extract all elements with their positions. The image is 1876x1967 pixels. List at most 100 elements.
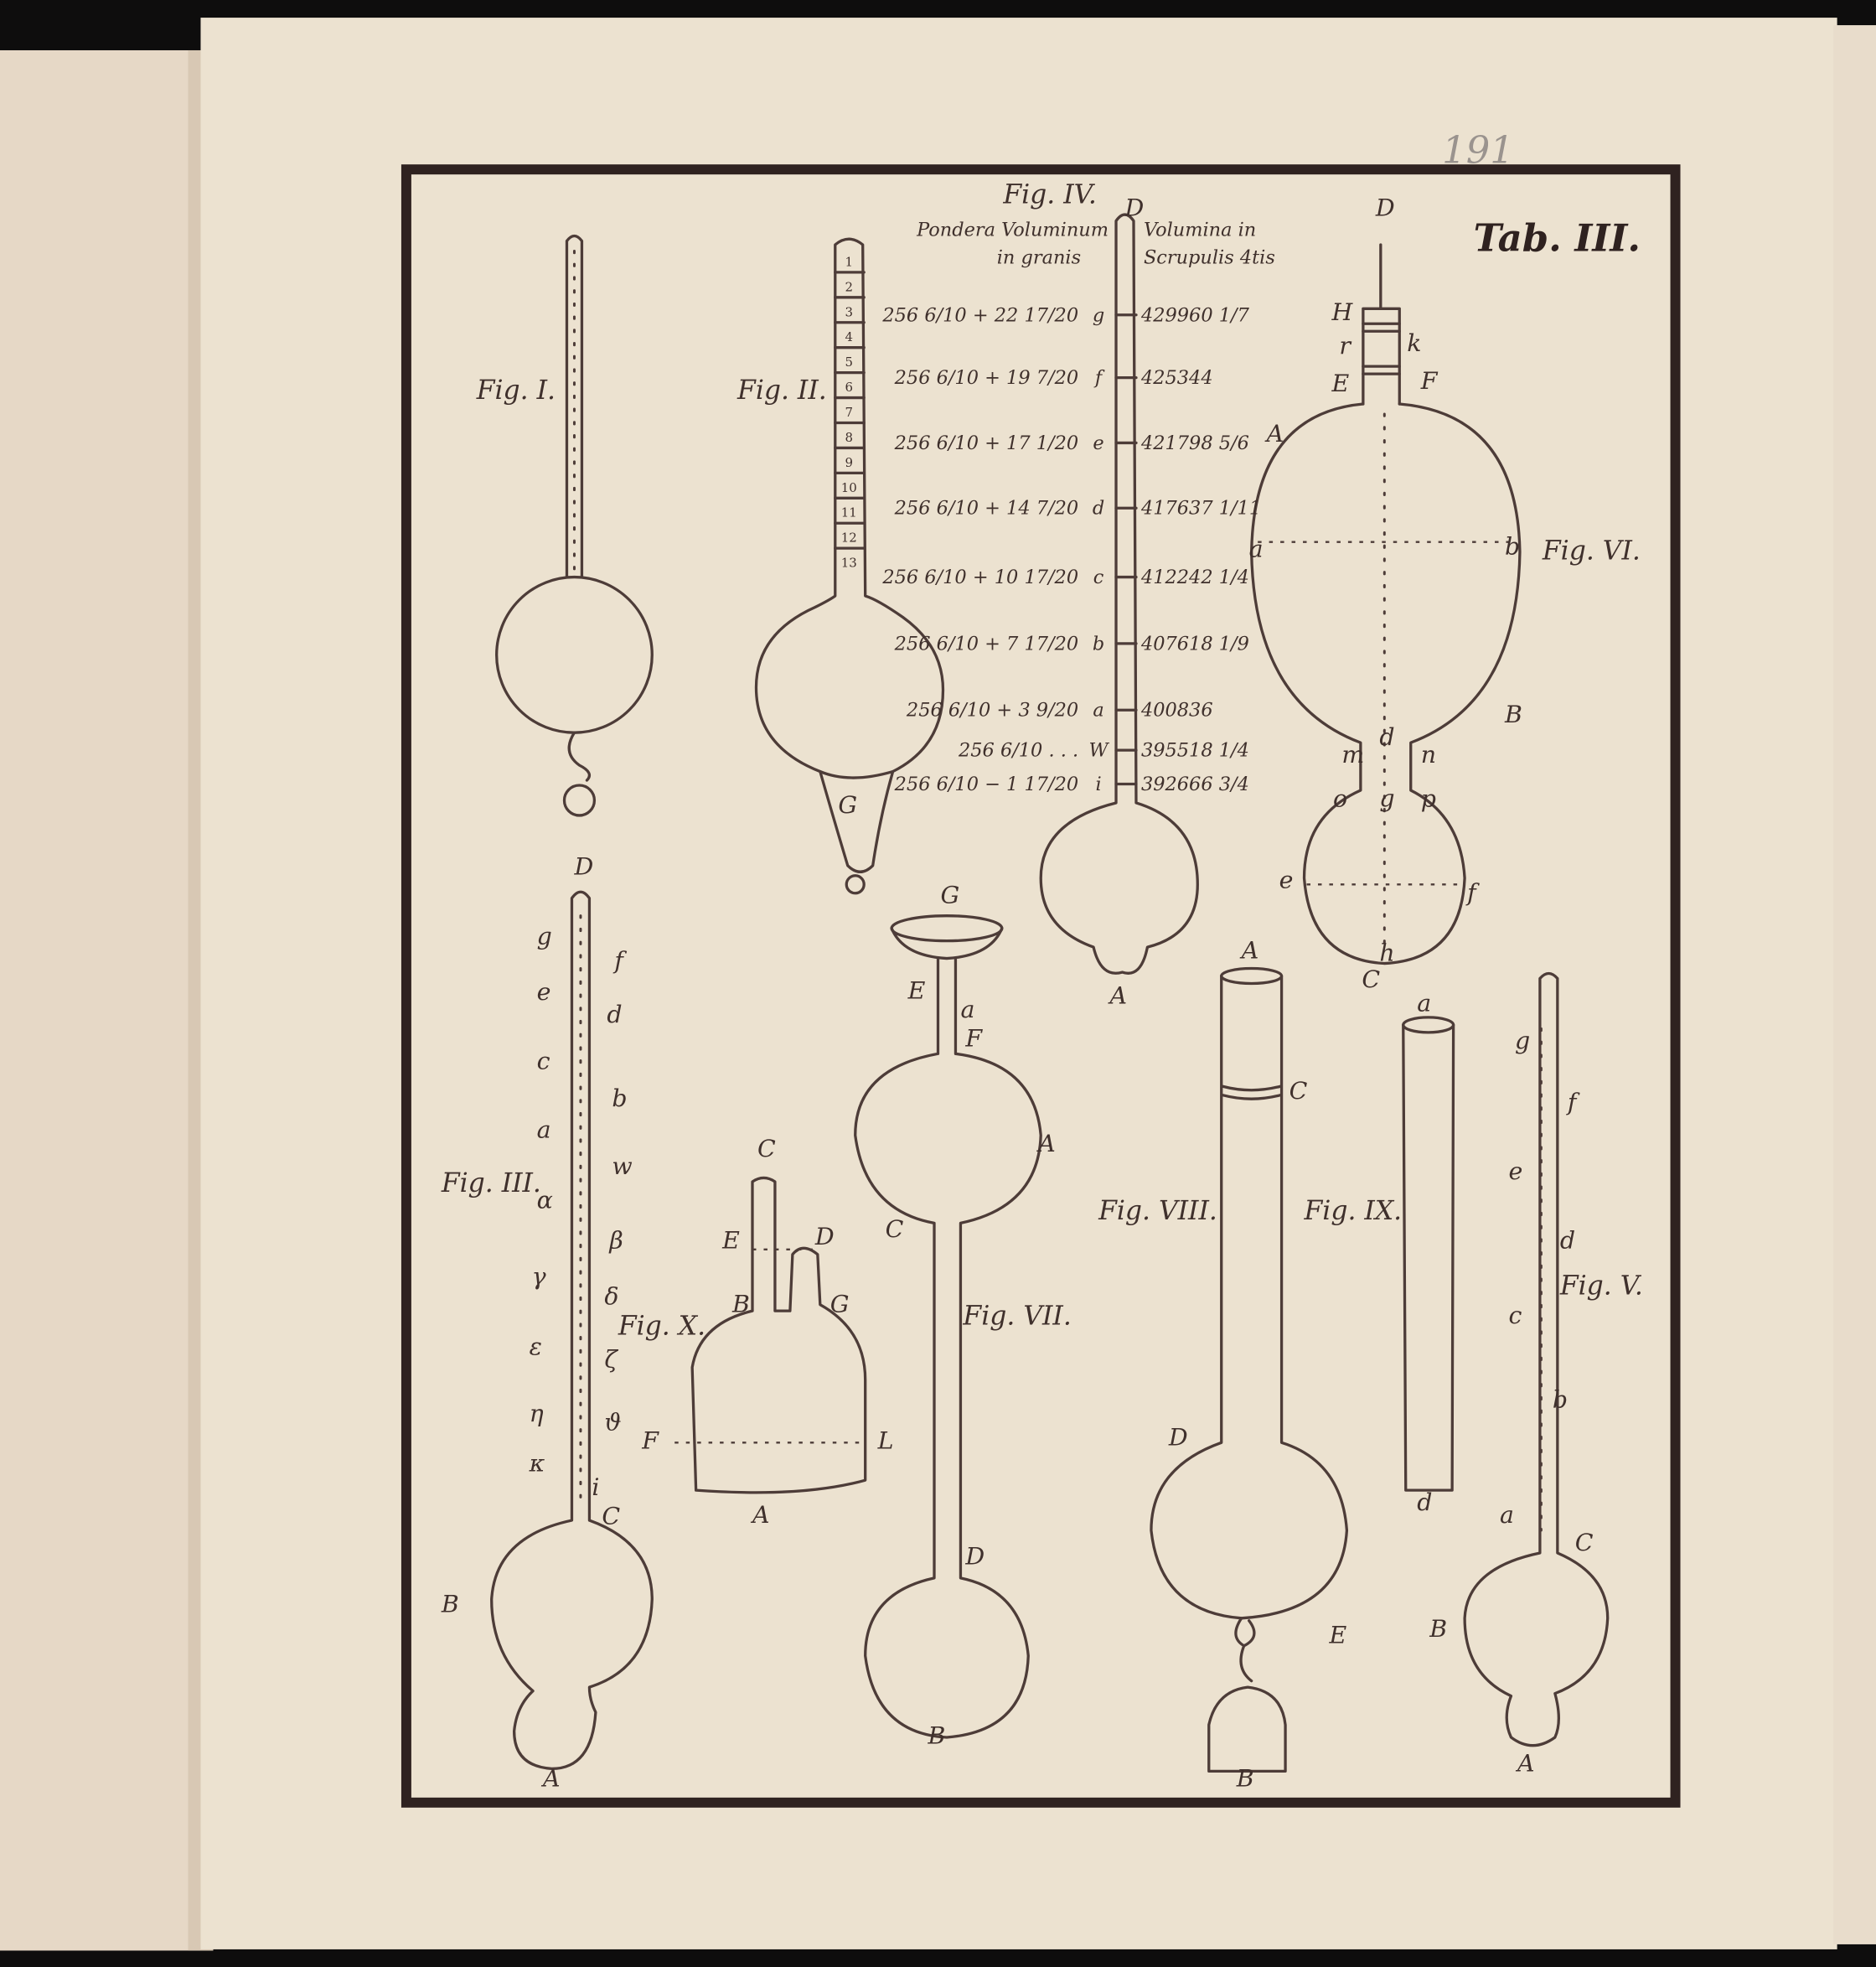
- figure-letter-label: a: [960, 996, 974, 1023]
- table-volume-cell: 425344: [1140, 367, 1213, 389]
- figure-letter-label: G: [838, 791, 857, 819]
- figure-caption: Fig. IV.: [1002, 180, 1096, 210]
- scale-number: 9: [845, 455, 853, 470]
- figure-letter-label: L: [877, 1427, 894, 1455]
- fig-3-hydrometer: [490, 890, 654, 1771]
- figure-letter-label: D: [1124, 194, 1145, 222]
- figure-caption: Fig. VIII.: [1098, 1196, 1217, 1226]
- figure-letter-label: E: [1331, 370, 1349, 397]
- figure-letter-label: e: [1279, 867, 1294, 894]
- table-left-header: Pondera Voluminum: [916, 219, 1109, 241]
- figure-letter-label: H: [1331, 298, 1353, 326]
- scale-number: 12: [841, 531, 857, 546]
- figure-letter-label: c: [537, 1047, 550, 1074]
- scale-number: 5: [845, 355, 853, 370]
- table-weight-cell: 256 6/10 − 1 17/20: [894, 774, 1078, 795]
- table-right-header: Volumina in: [1144, 219, 1256, 241]
- figure-letter-label: w: [612, 1152, 632, 1180]
- figure-letter-label: C: [1575, 1529, 1594, 1556]
- figure-letter-label: D: [964, 1542, 985, 1570]
- figure-letter-label: A: [1108, 981, 1128, 1009]
- table-mark-label: i: [1095, 774, 1101, 795]
- figure-letter-label: B: [1429, 1615, 1447, 1643]
- figure-caption: Fig. IX.: [1304, 1196, 1403, 1226]
- figure-caption: Fig. III.: [441, 1168, 541, 1198]
- fig-9-cylinder: [1402, 1016, 1455, 1492]
- figure-letter-label: C: [757, 1135, 776, 1162]
- plate-page: [200, 18, 1837, 1949]
- figure-letter-label: b: [1505, 533, 1520, 561]
- figure-letter-label: ζ: [604, 1345, 618, 1373]
- figure-letter-label: c: [1508, 1302, 1522, 1329]
- plate-title: Tab. III.: [1474, 215, 1641, 260]
- fig-6-aerometer: [1250, 243, 1522, 965]
- figure-letter-label: C: [602, 1503, 620, 1530]
- figure-letter-label: d: [1560, 1226, 1575, 1254]
- figure-letter-label: E: [721, 1226, 740, 1254]
- figure-letter-label: κ: [529, 1450, 545, 1478]
- figure-letter-label: a: [1500, 1501, 1514, 1529]
- figure-letter-label: p: [1421, 784, 1436, 812]
- figure-letter-label: D: [1375, 194, 1395, 222]
- figure-letter-label: C: [1289, 1077, 1308, 1105]
- figure-letter-label: r: [1339, 332, 1351, 360]
- figure-letter-label: A: [1036, 1130, 1056, 1157]
- table-weight-cell: 256 6/10 + 3 9/20: [906, 700, 1078, 722]
- figure-letter-label: G: [940, 882, 959, 909]
- figure-letter-label: C: [886, 1215, 904, 1243]
- table-weight-cell: 256 6/10 + 19 7/20: [894, 367, 1078, 389]
- figure-letter-label: e: [537, 978, 551, 1006]
- scale-number: 11: [841, 505, 857, 520]
- figure-letter-label: A: [540, 1764, 561, 1792]
- figure-letter-label: k: [1407, 329, 1421, 357]
- scale-number: 2: [845, 279, 853, 294]
- table-mark-label: d: [1093, 498, 1104, 520]
- figure-letter-label: η: [530, 1400, 544, 1427]
- table-volume-cell: 421798 5/6: [1140, 432, 1249, 454]
- table-weight-cell: 256 6/10 + 7 17/20: [894, 633, 1078, 655]
- scale-number: 8: [845, 430, 853, 445]
- figure-letter-label: a: [1417, 989, 1431, 1017]
- figure-letter-label: A: [1264, 420, 1284, 448]
- figure-letter-label: D: [1168, 1423, 1188, 1451]
- table-volume-cell: 392666 3/4: [1141, 774, 1249, 795]
- figure-letter-label: m: [1341, 741, 1364, 769]
- figure-letter-label: F: [1420, 367, 1439, 395]
- table-weight-cell: 256 6/10 + 22 17/20: [881, 304, 1078, 326]
- scale-number: 10: [841, 480, 857, 495]
- figure-letter-label: γ: [532, 1263, 547, 1291]
- scale-number: 4: [845, 329, 853, 344]
- fig-4-hydrometer: [1039, 213, 1199, 975]
- figure-letter-label: α: [537, 1186, 553, 1214]
- table-weight-cell: 256 6/10 + 14 7/20: [894, 498, 1078, 520]
- figure-letter-label: δ: [604, 1283, 618, 1311]
- figure-letter-label: A: [1515, 1749, 1535, 1777]
- fig-1-hydrometer: [495, 234, 654, 817]
- table-volume-cell: 395518 1/4: [1141, 740, 1249, 762]
- figure-letter-label: A: [750, 1501, 770, 1529]
- figure-caption: Fig. V.: [1559, 1271, 1643, 1302]
- figure-letter-label: B: [1504, 701, 1522, 728]
- scale-number: 7: [845, 405, 853, 420]
- figure-letter-label: G: [830, 1291, 850, 1318]
- figure-letter-label: E: [1328, 1622, 1346, 1649]
- figure-letter-label: A: [1239, 937, 1259, 965]
- table-mark-label: e: [1093, 432, 1103, 454]
- figure-letter-label: d: [607, 1001, 622, 1028]
- table-mark-label: g: [1093, 304, 1104, 326]
- figure-letter-label: e: [1508, 1157, 1522, 1185]
- fig-7-hydrometer: [854, 914, 1042, 1739]
- figure-letter-label: i: [592, 1473, 599, 1501]
- figure-letter-label: a: [537, 1116, 551, 1144]
- figure-letter-label: E: [907, 976, 926, 1004]
- table-mark-label: W: [1089, 740, 1110, 762]
- figure-letter-label: h: [1379, 940, 1394, 967]
- figure-letter-label: B: [731, 1291, 750, 1318]
- figure-letter-label: g: [1515, 1027, 1530, 1054]
- table-mark-label: c: [1093, 567, 1104, 588]
- figure-letter-label: F: [641, 1427, 659, 1455]
- table-weight-cell: 256 6/10 . . .: [958, 740, 1078, 762]
- figure-caption: Fig. VI.: [1542, 536, 1641, 567]
